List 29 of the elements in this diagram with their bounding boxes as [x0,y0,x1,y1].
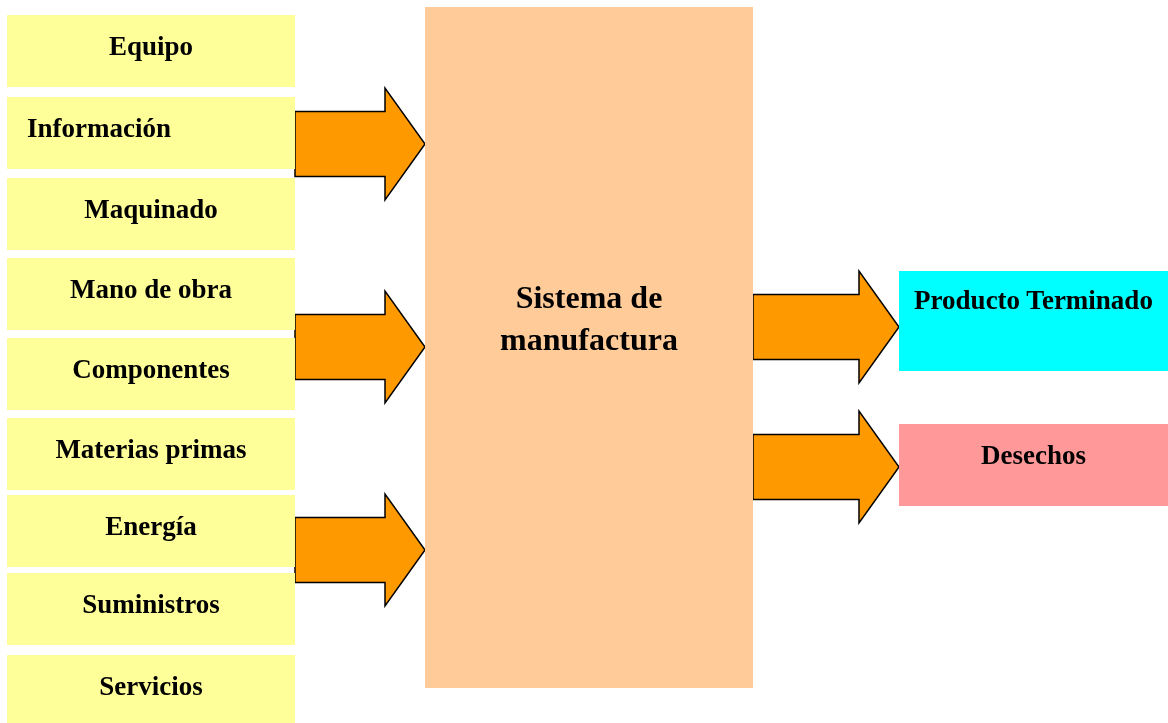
box-label: Energía [105,510,197,543]
box-label: Equipo [108,30,194,63]
flow-box [899,271,1168,371]
flow-box [7,573,295,645]
box-label: Componentes [72,353,230,386]
block-arrow [294,288,426,406]
flow-box [7,97,295,169]
box-label: Sistema de manufactura [499,278,679,359]
block-arrow [752,408,900,526]
block-arrow [294,491,426,609]
box-label: Suministros [82,588,220,621]
box-label: Desechos [981,439,1086,472]
box-label: Producto Terminado [914,284,1153,317]
box-label: Información [27,112,171,145]
flow-box [7,418,295,490]
block-arrow [752,268,900,386]
flow-box [7,258,295,330]
flow-box [7,15,295,87]
block-arrow [294,85,426,203]
box-label: Maquinado [84,193,218,226]
process-box [425,7,753,688]
box-label: Materias primas [55,433,247,466]
flow-box [7,178,295,250]
flow-box [7,338,295,410]
box-label: Servicios [99,670,203,703]
box-label: Mano de obra [70,273,232,306]
flow-box [7,655,295,723]
flow-box [899,424,1168,506]
flow-box [7,495,295,567]
